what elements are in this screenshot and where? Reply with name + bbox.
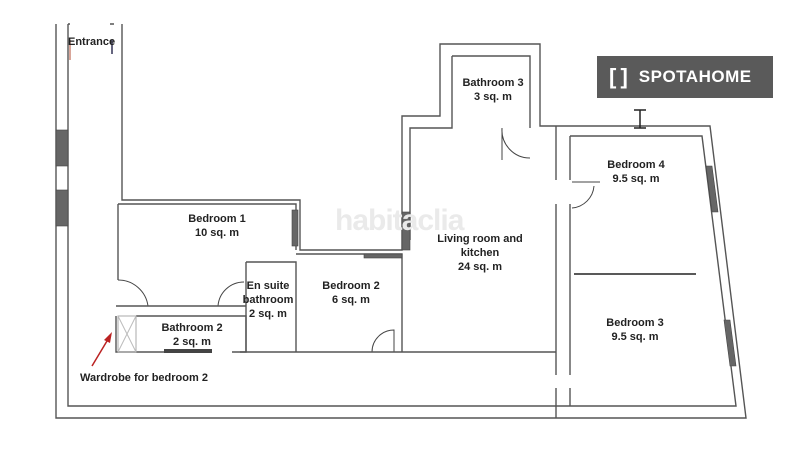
logo-bracket-icon: [ ] <box>609 64 628 89</box>
room-bedroom-2: Bedroom 2 6 sq. m <box>322 280 380 306</box>
room-bedroom-3: Bedroom 3 9.5 sq. m <box>606 317 664 343</box>
room-living-kitchen: Living room and kitchen 24 sq. m <box>437 233 523 273</box>
spotahome-logo: [ ] SPOTAHOME <box>597 56 773 98</box>
entrance-label: Entrance <box>68 36 116 48</box>
watermark: habitaclia <box>335 204 464 237</box>
room-bathroom-3: Bathroom 3 3 sq. m <box>462 77 524 103</box>
room-bedroom-4: Bedroom 4 9.5 sq. m <box>607 159 665 185</box>
room-bedroom-1: Bedroom 1 10 sq. m <box>188 213 246 239</box>
logo-text: SPOTAHOME <box>638 67 752 86</box>
room-bathroom-2: Bathroom 2 2 sq. m <box>161 322 223 348</box>
room-en-suite: En suite bathroom 2 sq. m <box>242 280 294 320</box>
wardrobe-note: Wardrobe for bedroom 2 <box>80 372 208 384</box>
